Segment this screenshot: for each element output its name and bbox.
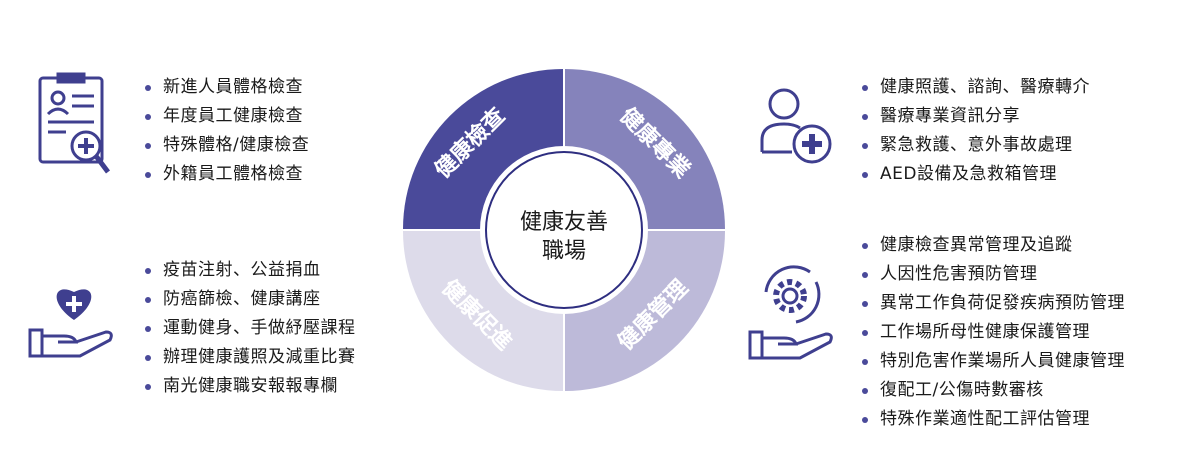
list-item: 特殊體格/健康檢查 — [145, 131, 309, 160]
hand-gear-icon — [748, 265, 833, 360]
list-item: 緊急救護、意外事故處理 — [862, 131, 1090, 160]
list-item: 健康照護、諮詢、醫療轉介 — [862, 73, 1090, 102]
management-list: 健康檢查異常管理及追蹤 人因性危害預防管理 異常工作負荷促發疾病預防管理 工作場… — [862, 231, 1125, 434]
list-item: 防癌篩檢、健康講座 — [145, 285, 356, 314]
list-item: 疫苗注射、公益捐血 — [145, 256, 356, 285]
list-item: 新進人員體格檢查 — [145, 73, 309, 102]
list-item: 人因性危害預防管理 — [862, 260, 1125, 289]
list-item: 年度員工健康檢查 — [145, 102, 309, 131]
list-item: 工作場所母性健康保護管理 — [862, 318, 1125, 347]
list-item: 異常工作負荷促發疾病預防管理 — [862, 289, 1125, 318]
hand-heart-icon — [28, 289, 113, 358]
center-title-line2: 職場 — [542, 239, 586, 264]
center-circle — [485, 151, 643, 309]
list-item: 運動健身、手做紓壓課程 — [145, 314, 356, 343]
professional-list: 健康照護、諮詢、醫療轉介 醫療專業資訊分享 緊急救護、意外事故處理 AED設備及… — [862, 73, 1090, 189]
list-item: 醫療專業資訊分享 — [862, 102, 1090, 131]
promotion-list: 疫苗注射、公益捐血 防癌篩檢、健康講座 運動健身、手做紓壓課程 辦理健康護照及減… — [145, 256, 356, 401]
list-item: 特殊作業適性配工評估管理 — [862, 405, 1125, 434]
exam-list: 新進人員體格檢查 年度員工健康檢查 特殊體格/健康檢查 外籍員工體格檢查 — [145, 73, 309, 189]
list-item: 外籍員工體格檢查 — [145, 160, 309, 189]
list-item: 南光健康職安報報專欄 — [145, 372, 356, 401]
list-item: 辦理健康護照及減重比賽 — [145, 343, 356, 372]
clipboard-checkup-icon — [38, 72, 110, 174]
list-item: 健康檢查異常管理及追蹤 — [862, 231, 1125, 260]
list-item: AED設備及急救箱管理 — [862, 160, 1090, 189]
health-wheel: 健康檢查 健康專業 健康管理 健康促進 健康友善 職場 — [403, 69, 725, 391]
person-medical-icon — [760, 88, 832, 164]
center-title-line1: 健康友善 — [520, 210, 608, 235]
list-item: 復配工/公傷時數審核 — [862, 376, 1125, 405]
list-item: 特別危害作業場所人員健康管理 — [862, 347, 1125, 376]
